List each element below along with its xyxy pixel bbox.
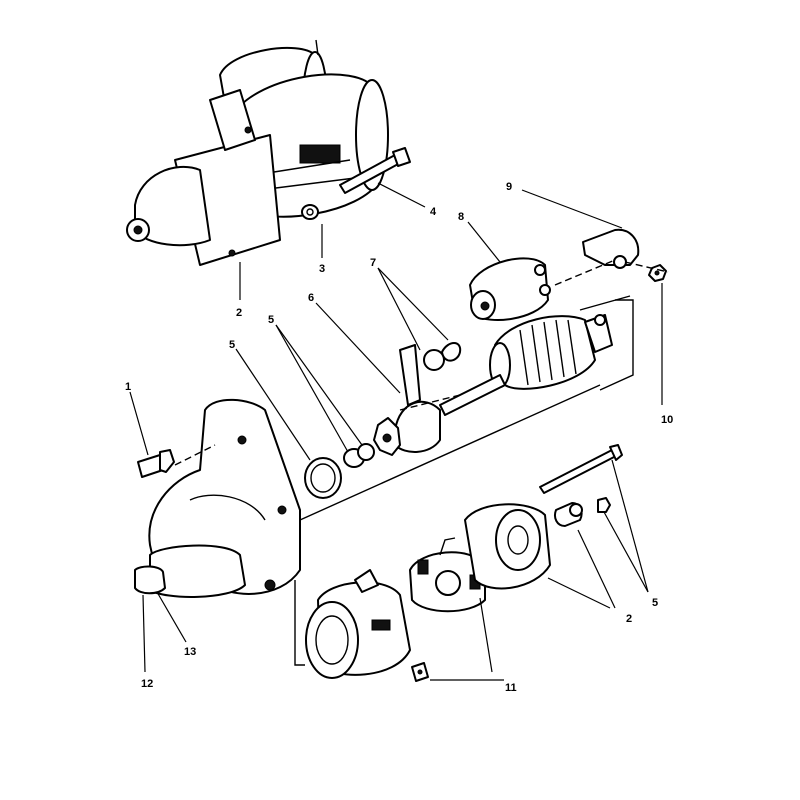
- part-brush-clip: [411, 662, 429, 682]
- part-solenoid-cover: [582, 228, 640, 269]
- part-washer-top: [301, 204, 319, 220]
- leader-lines: [129, 182, 663, 681]
- callout-10: 10: [661, 414, 673, 426]
- callout-7: 7: [370, 257, 376, 269]
- callout-12: 12: [141, 678, 153, 690]
- part-through-bolt: [339, 147, 411, 194]
- part-commutator-end-cover: [464, 503, 551, 590]
- part-brush-holder: [409, 537, 486, 613]
- assembly-axes: [174, 259, 669, 466]
- part-seal-rings: [304, 443, 375, 499]
- callout-8: 8: [458, 211, 464, 223]
- part-drive-pinion: [373, 344, 441, 456]
- part-solenoid: [469, 257, 551, 321]
- part-armature: [439, 314, 613, 416]
- callout-5-left: 5: [229, 339, 235, 351]
- assembly-outline: [294, 295, 634, 666]
- callout-5-right: 5: [652, 597, 658, 609]
- callout-13: 13: [184, 646, 196, 658]
- assembled-starter-motor: [126, 39, 389, 266]
- callout-labels: 1 2 3 4 5 5 6 7 8 9 10 11 2 5 12 13: [125, 181, 673, 694]
- callout-5-middle: 5: [268, 314, 274, 326]
- part-bolt: [137, 449, 175, 478]
- callout-4: 4: [430, 206, 437, 218]
- part-shim-washers: [423, 342, 462, 371]
- callout-2-top: 2: [236, 307, 242, 319]
- part-yoke: [305, 569, 411, 679]
- part-nut: [648, 264, 667, 282]
- callout-6: 6: [308, 292, 314, 304]
- callout-11: 11: [505, 682, 517, 694]
- callout-2-right: 2: [626, 613, 632, 625]
- callout-1: 1: [125, 381, 131, 393]
- part-bushes-and-screws: [539, 444, 623, 527]
- callout-3: 3: [319, 263, 325, 275]
- callout-9: 9: [506, 181, 512, 193]
- part-drive-end-housing: [134, 398, 301, 598]
